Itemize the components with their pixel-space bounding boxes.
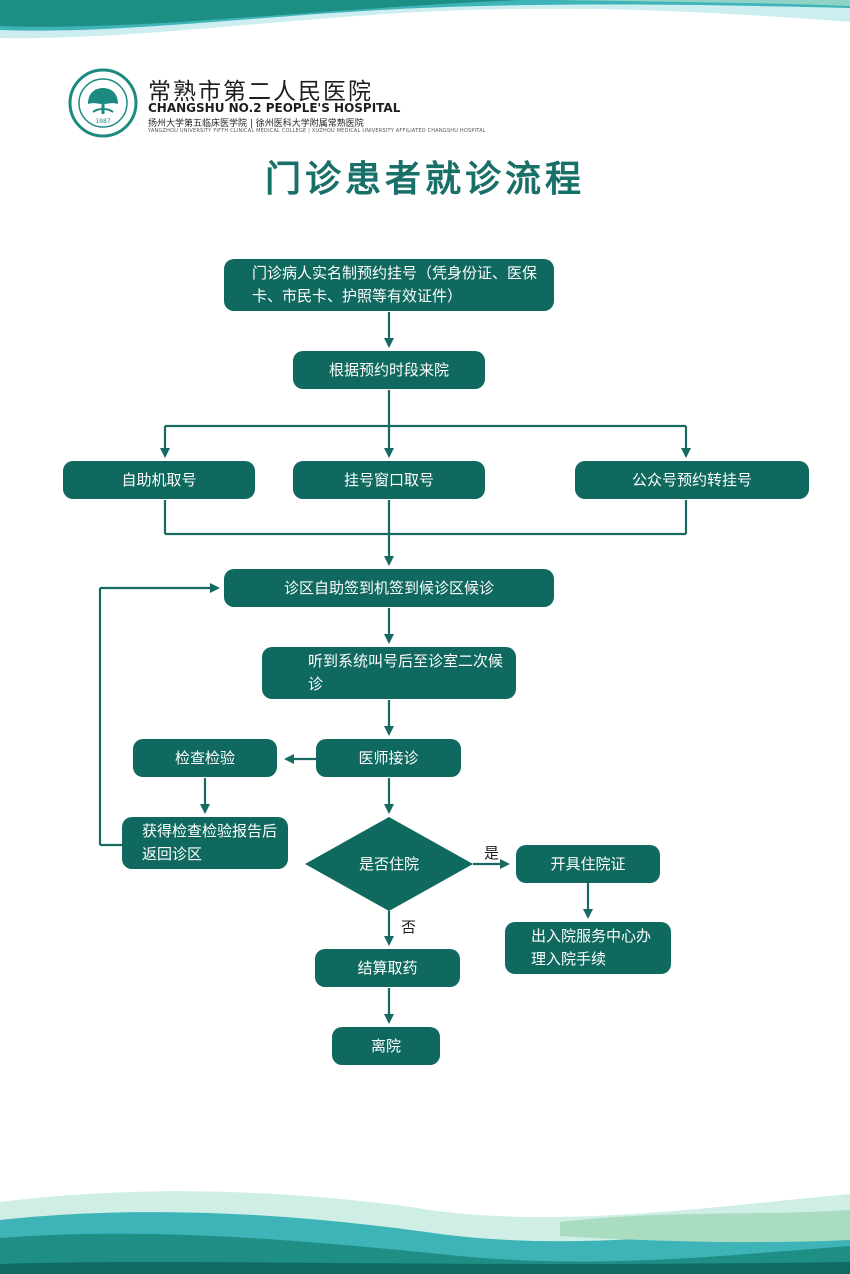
hospital-affiliation-en: YANGZHOU UNIVERSITY FIFTH CLINICAL MEDIC… xyxy=(148,128,486,134)
edge-label-yes: 是 xyxy=(484,844,500,862)
node-hospitalize-question: 是否住院 xyxy=(358,855,419,873)
hospital-affiliation: 扬州大学第五临床医学院 | 徐州医科大学附属常熟医院 xyxy=(148,119,364,129)
node-report: 获得检查检验报告后返回诊区 xyxy=(122,817,288,869)
node-admit: 开具住院证 xyxy=(516,845,660,883)
node-wechat: 公众号预约转挂号 xyxy=(575,461,809,499)
decision-diamond xyxy=(305,817,473,911)
node-doctor: 医师接诊 xyxy=(316,739,461,777)
top-wave-decoration xyxy=(0,0,850,39)
node-leave: 离院 xyxy=(332,1027,440,1065)
node-kiosk: 自助机取号 xyxy=(63,461,255,499)
node-checkin: 诊区自助签到机签到候诊区候诊 xyxy=(224,569,554,607)
hospital-name-en: CHANGSHU NO.2 PEOPLE'S HOSPITAL xyxy=(148,101,401,115)
node-called: 听到系统叫号后至诊室二次候诊 xyxy=(262,647,516,699)
node-arrive: 根据预约时段来院 xyxy=(293,351,485,389)
page-title: 门诊患者就诊流程 xyxy=(264,159,585,200)
edge-label-no: 否 xyxy=(401,918,417,936)
bottom-wave-decoration xyxy=(0,1191,850,1274)
hospital-logo: 1987 xyxy=(68,68,138,138)
hospital-name-cn: 常熟市第二人民医院 xyxy=(148,79,373,105)
node-exam: 检查检验 xyxy=(133,739,277,777)
logo-year: 1987 xyxy=(95,118,110,125)
node-window: 挂号窗口取号 xyxy=(293,461,485,499)
node-register: 门诊病人实名制预约挂号（凭身份证、医保卡、市民卡、护照等有效证件） xyxy=(224,259,554,311)
node-admission-center: 出入院服务中心办理入院手续 xyxy=(505,922,671,974)
node-pay: 结算取药 xyxy=(315,949,460,987)
